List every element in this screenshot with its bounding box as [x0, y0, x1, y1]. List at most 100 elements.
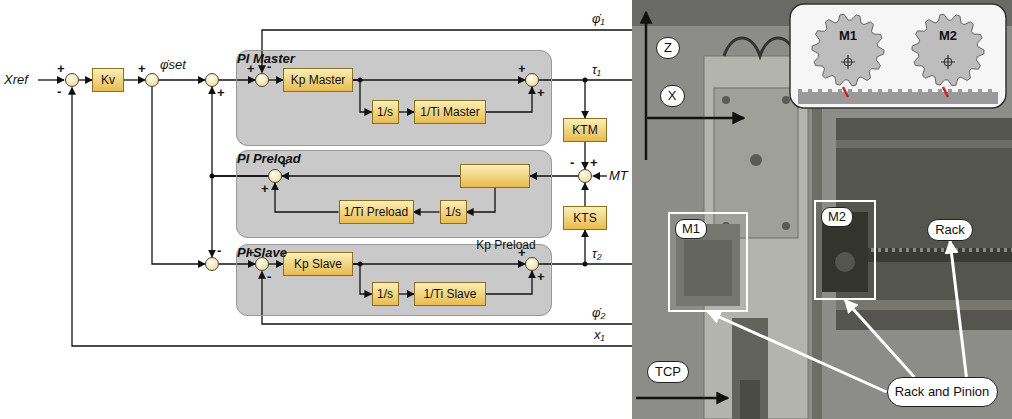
- sign: +: [518, 62, 526, 76]
- signal-line: [219, 79, 255, 80]
- controller-group: +-Kp Master1/s1/Ti Master++PI Master: [236, 50, 552, 146]
- signal-line: [124, 79, 145, 80]
- motor-label: M1: [675, 219, 707, 239]
- tool: [740, 380, 760, 419]
- transfer-block: KTM: [563, 118, 607, 142]
- signal-name: τ₁: [592, 62, 601, 78]
- transfer-block: Kp Master: [283, 68, 353, 92]
- torque-wire: [585, 263, 632, 264]
- reference-wire: [38, 79, 64, 80]
- photo-ground: [632, 0, 1012, 419]
- controller-group: Kp Preload1/s1/Ti Preload++PI Preload: [236, 150, 552, 238]
- leader-arrow: [950, 241, 966, 377]
- motor-outline: M2: [814, 200, 876, 300]
- leader-arrow: [708, 312, 887, 392]
- sign: +: [138, 62, 146, 76]
- carriage-plate: [714, 88, 798, 238]
- z-axis-arrow: [645, 12, 648, 160]
- summing-junction: +: [205, 73, 219, 87]
- photo-label: Z: [656, 37, 680, 59]
- gear-axis-cross: [841, 55, 855, 69]
- transfer-block: Kv: [92, 68, 124, 92]
- signal-name: φ̇₂: [592, 305, 605, 321]
- signal-line: [539, 230, 585, 264]
- block-label: Kp Master: [291, 72, 346, 88]
- gear-axis-cross: [941, 55, 955, 69]
- tcp-arrow: [636, 397, 728, 400]
- contact-mark: [943, 87, 948, 97]
- signal-line: [219, 263, 255, 264]
- signal-line: [530, 175, 578, 176]
- motor-label: M2: [821, 207, 853, 227]
- group-title: PI Preload: [237, 151, 301, 167]
- leader-arrow: [845, 300, 914, 377]
- signal-line: [584, 183, 585, 206]
- transfer-block: 1/s: [372, 282, 399, 306]
- gear-label: M2: [911, 28, 985, 44]
- feedback-wire: [262, 30, 632, 73]
- signal-line: [353, 263, 525, 264]
- transfer-block: 1/Ti Preload: [339, 200, 414, 224]
- feedback-wire: [72, 88, 632, 347]
- signal-name: Xref: [4, 72, 28, 88]
- signal-line: [275, 183, 339, 212]
- signal-name: τ₂: [592, 246, 602, 262]
- transfer-block: KTS: [563, 206, 607, 230]
- signal-line: [486, 271, 532, 294]
- sign: +: [518, 246, 526, 260]
- group-title: PI Master: [237, 51, 295, 67]
- sign: +: [217, 86, 225, 100]
- block-label: 1/Ti Preload: [344, 204, 408, 220]
- signal-line: [539, 80, 585, 118]
- block-label: Kp Slave: [294, 256, 342, 272]
- block-label: 1/s: [377, 286, 393, 302]
- signal-line: [152, 87, 205, 264]
- signal-line: [282, 175, 460, 176]
- transfer-block: 1/Ti Master: [414, 100, 486, 124]
- signal-line: [353, 264, 372, 294]
- bolt: [750, 154, 762, 166]
- signal-line: [79, 79, 92, 80]
- photo-label: Rack and Pinion: [887, 377, 998, 407]
- gear-shape: [811, 13, 885, 87]
- signal-name: MT: [609, 168, 628, 184]
- signal-line: [486, 87, 532, 112]
- transfer-block: Kp Preload: [460, 164, 530, 188]
- x-axis-arrow: [646, 117, 744, 120]
- group-fills: [236, 50, 552, 316]
- signal-name: φ̇₁: [592, 11, 605, 27]
- inset-rack-teeth: [798, 89, 998, 93]
- group-fill: [236, 244, 552, 316]
- motor-outline: M1: [668, 212, 748, 312]
- photo-label: X: [660, 85, 685, 107]
- pinion-gear: M2: [911, 13, 985, 87]
- transfer-block: 1/s: [372, 100, 399, 124]
- sign: +: [537, 270, 545, 284]
- signal-name: x₁: [594, 327, 605, 343]
- signal-wires: [38, 30, 632, 346]
- group-title: PI Slave: [237, 245, 287, 261]
- gear-teeth: [912, 14, 984, 86]
- signal-line: [399, 293, 415, 294]
- summing-junction: ++: [268, 169, 282, 183]
- sign: +: [590, 156, 598, 170]
- machine-photo: [632, 0, 1012, 419]
- bolt: [722, 96, 730, 104]
- summing-junction: +: [145, 73, 159, 87]
- sign: +: [261, 182, 269, 196]
- summing-junction: ++: [525, 73, 539, 87]
- controller-group: +-Kp Slave1/s1/Ti Slave++PI Slave: [236, 244, 552, 316]
- block-label: Kp Preload: [476, 237, 535, 253]
- sign: -: [57, 85, 61, 99]
- signal-line: [584, 142, 585, 169]
- block-label: 1/Ti Slave: [424, 286, 477, 302]
- inset-panel: [790, 4, 1006, 108]
- photo-label: Rack: [927, 219, 973, 241]
- branch-dots: [210, 78, 588, 267]
- frame-rail: [836, 140, 1012, 148]
- bolt: [782, 222, 790, 230]
- inset-rack: [798, 92, 998, 104]
- sign: -: [217, 244, 221, 258]
- gear-teeth: [812, 14, 884, 86]
- summing-junction: ++: [525, 257, 539, 271]
